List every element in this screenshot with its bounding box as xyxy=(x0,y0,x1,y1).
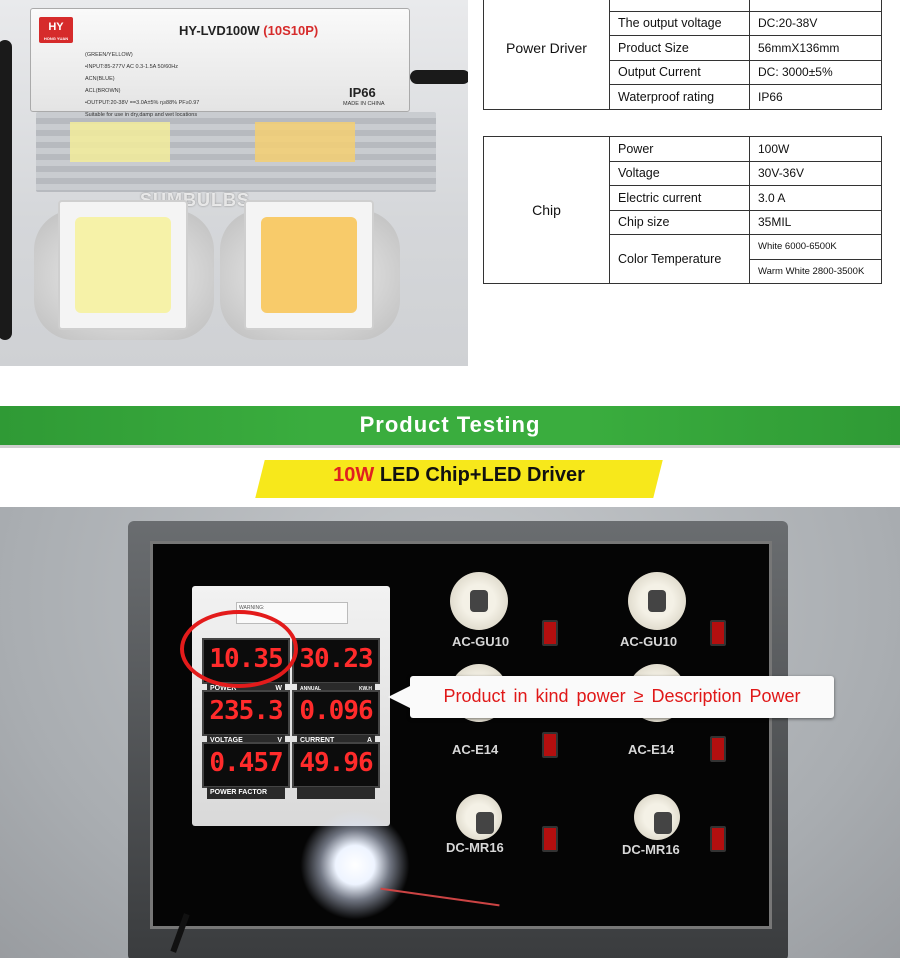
table-row-key: Power xyxy=(609,136,750,162)
callout-bubble: Product in kind power ≥ Description Powe… xyxy=(388,676,834,718)
power-switch[interactable] xyxy=(710,620,726,646)
table-row-value: Warm White 2800-3500K xyxy=(749,258,882,284)
chip-table: Chip Power 100W Voltage 30V-36V Electric… xyxy=(483,136,882,284)
table-row-key: Electric current xyxy=(609,185,750,211)
socket-label: AC-E14 xyxy=(452,742,499,757)
subtitle-text: 10W LED Chip+LED Driver xyxy=(260,464,658,487)
socket-mr16-right xyxy=(634,794,680,840)
socket-label: AC-GU10 xyxy=(620,634,678,649)
meter-display-power-factor: 0.457 POWER FACTOR xyxy=(202,742,290,799)
cob-chip-warm xyxy=(244,200,374,330)
table-row-key: Product Size xyxy=(609,35,750,61)
power-driver-table: Power Driver The output voltage DC:20-38… xyxy=(483,0,882,110)
table-row-value: 56mmX136mm xyxy=(749,35,882,61)
led-light xyxy=(300,810,410,920)
table-row-value: 35MIL xyxy=(749,209,882,235)
socket-label: DC-MR16 xyxy=(622,842,680,857)
socket-mr16-left xyxy=(456,794,502,840)
meter-display-frequency: 49.96 xyxy=(292,742,380,799)
power-switch[interactable] xyxy=(542,732,558,758)
table-row-value: 100W xyxy=(749,136,882,162)
table-row-value: White 6000-6500K xyxy=(749,234,882,260)
socket-label: AC-GU10 xyxy=(452,634,510,649)
driver-cable xyxy=(410,70,468,84)
table-row-key: The output voltage xyxy=(609,10,750,36)
driver-model: HY-LVD100W (10S10P) xyxy=(179,23,319,38)
table-row-value: 30V-36V xyxy=(749,160,882,186)
table-row-key: Waterproof rating xyxy=(609,84,750,110)
meter-display-consumption: 30.23 ANNUAL CONSUMPTIONKW.H xyxy=(292,638,380,704)
table-row-key: Chip size xyxy=(609,209,750,235)
section-title: Product Testing xyxy=(359,412,541,437)
table-row-value: 3.0 A xyxy=(749,185,882,211)
socket-gu10-left xyxy=(450,572,508,630)
table-row-value: DC: 3000±5% xyxy=(749,59,882,85)
power-switch[interactable] xyxy=(710,736,726,762)
callout-text: Product in kind power ≥ Description Powe… xyxy=(443,686,801,706)
power-switch[interactable] xyxy=(542,826,558,852)
table-row-key: Output Current xyxy=(609,59,750,85)
socket-label: AC-E14 xyxy=(628,742,675,757)
power-switch[interactable] xyxy=(542,620,558,646)
socket-label: DC-MR16 xyxy=(446,840,504,855)
power-switch[interactable] xyxy=(710,826,726,852)
table-group-label: Chip xyxy=(483,136,610,284)
socket-gu10-right xyxy=(628,572,686,630)
cob-chip-white xyxy=(58,200,188,330)
highlight-circle xyxy=(180,610,298,688)
table-row-key: Voltage xyxy=(609,160,750,186)
table-row-value: IP66 xyxy=(749,84,882,110)
subtitle-label: LED Chip+LED Driver xyxy=(379,464,585,486)
table-row-value: DC:20-38V xyxy=(749,10,882,36)
ip-rating: IP66 xyxy=(349,85,376,100)
black-cable xyxy=(0,40,12,340)
table-group-label: Power Driver xyxy=(483,0,610,110)
section-banner: Product Testing xyxy=(0,406,900,448)
subtitle-highlight: 10W xyxy=(333,464,375,486)
table-row-key: Color Temperature xyxy=(609,234,750,284)
driver-specs: (GREEN/YELLOW) •INPUT:85-277V AC 0.3-1.5… xyxy=(85,52,200,118)
